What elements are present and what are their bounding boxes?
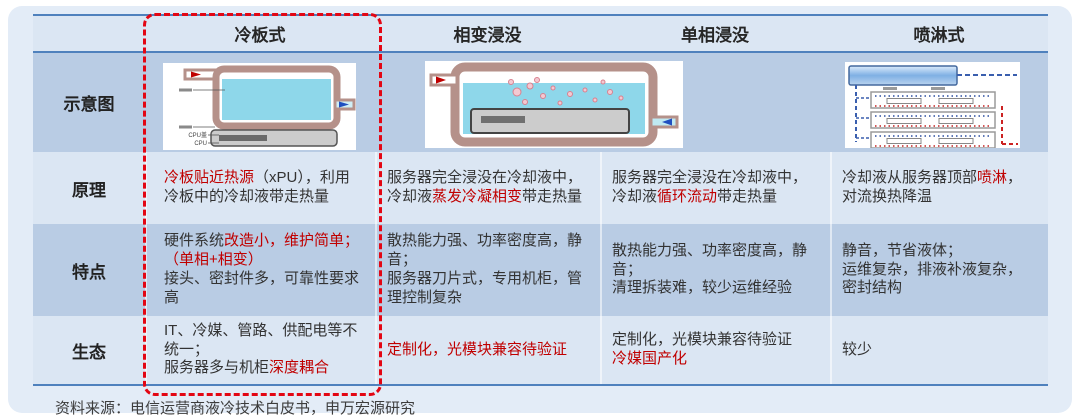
tiny-label-line	[179, 125, 192, 129]
column-header-single-phase-immersion: 单相浸没	[681, 26, 749, 45]
tiny-label-line	[931, 87, 945, 90]
server-chassis	[210, 129, 338, 147]
submerged-server	[470, 108, 630, 134]
cold-plate-diagram: CPU盖 CPU	[163, 63, 356, 150]
row-ecosystem: 生态 IT、冷媒、管路、供配电等不统一；服务器多与机柜深度耦合 定制化，光模块兼…	[33, 316, 1048, 384]
ecosystem-cold-plate-cell: IT、冷媒、管路、供配电等不统一；服务器多与机柜深度耦合	[145, 316, 375, 384]
ecosystem-spray-cell: 较少	[830, 316, 1048, 384]
outlet-flow-arrow	[339, 101, 349, 108]
immersion-diagram	[425, 61, 683, 148]
cooling-technology-comparison-table: 冷板式 相变浸没 单相浸没 喷淋式 示意图	[33, 14, 1048, 386]
inlet-flow-arrow	[191, 71, 201, 78]
outlet-flow-arrow	[662, 118, 672, 126]
spray-rack-rows	[870, 91, 996, 148]
column-header-cold-plate: 冷板式	[234, 26, 286, 45]
characteristics-spray-cell: 静音，节省液体；运维复杂，排液补液复杂，密封结构	[830, 224, 1048, 316]
ecosystem-single-phase-cell: 定制化，光模块兼容待验证冷媒国产化	[600, 316, 830, 384]
cpu-bar	[481, 116, 525, 123]
cpu-bar	[219, 135, 267, 141]
principle-cold-plate-cell: 冷板贴近热源（xPU），利用冷板中的冷却液带走热量	[145, 152, 375, 224]
cpu-cover-label: CPU盖	[188, 131, 207, 139]
column-header-spray: 喷淋式	[913, 26, 965, 45]
vapor-bubbles	[508, 77, 624, 106]
source-note: 资料来源：电信运营商液冷技术白皮书，申万宏源研究	[55, 400, 416, 417]
table-bottom-rule	[33, 384, 1048, 386]
table-header-row: 冷板式 相变浸没 单相浸没 喷淋式	[33, 14, 1048, 53]
row-label-schematic: 示意图	[63, 95, 115, 114]
tiny-label-line	[883, 87, 897, 90]
principle-phase-change-cell: 服务器完全浸没在冷却液中，冷却液蒸发冷凝相变带走热量	[375, 152, 600, 224]
row-principle: 原理 冷板贴近热源（xPU），利用冷板中的冷却液带走热量 服务器完全浸没在冷却液…	[33, 152, 1048, 224]
row-label-characteristics: 特点	[72, 262, 106, 282]
coolant-distribution-unit	[848, 65, 958, 86]
row-schematic: 示意图	[33, 53, 1048, 152]
column-header-phase-change-immersion: 相变浸没	[453, 26, 522, 45]
row-label-ecosystem: 生态	[72, 342, 106, 362]
spray-diagram	[845, 62, 1020, 148]
characteristics-single-phase-cell: 散热能力强、功率密度高，静音；清理拆装难，较少运维经验	[600, 224, 830, 316]
row-characteristics: 特点 硬件系统改造小，维护简单；（单相+相变）接头、密封件多，可靠性要求高 散热…	[33, 224, 1048, 316]
comparison-table-card: 冷板式 相变浸没 单相浸没 喷淋式 示意图	[8, 6, 1072, 417]
inlet-flow-arrow	[436, 76, 446, 84]
characteristics-phase-change-cell: 散热能力强、功率密度高，静音；服务器刀片式，专用机柜，管理控制复杂	[375, 224, 600, 316]
characteristics-cold-plate-cell: 硬件系统改造小，维护简单；（单相+相变）接头、密封件多，可靠性要求高	[145, 224, 375, 316]
coolant-liquid	[222, 79, 331, 120]
tiny-label-line	[179, 88, 192, 92]
ecosystem-phase-change-cell: 定制化，光模块兼容待验证	[375, 316, 600, 384]
principle-single-phase-cell: 服务器完全浸没在冷却液中，冷却液循环流动带走热量	[600, 152, 830, 224]
row-label-principle: 原理	[72, 180, 106, 200]
principle-spray-cell: 冷却液从服务器顶部喷淋，对流换热降温	[830, 152, 1048, 224]
cpu-label: CPU	[194, 141, 207, 147]
